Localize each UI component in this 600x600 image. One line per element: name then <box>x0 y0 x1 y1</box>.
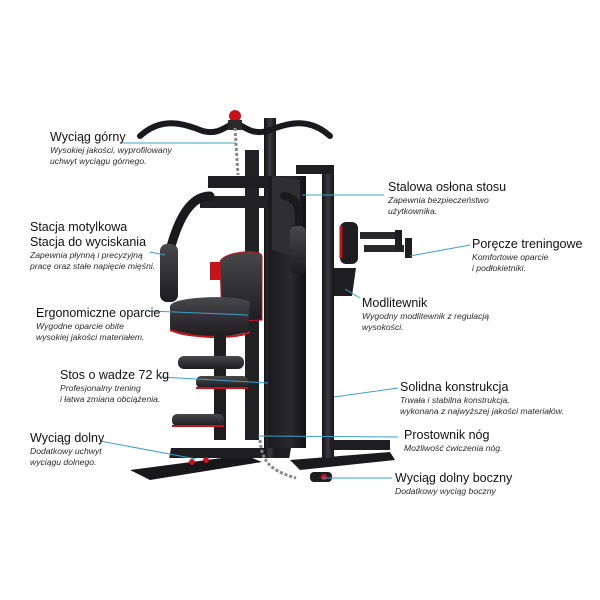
callout-lower-pulley: Wyciąg dolny Dodatkowy uchwyt wyciągu do… <box>30 431 104 468</box>
callout-pointers <box>99 142 471 479</box>
callout-backrest: Ergonomiczne oparcie Wygodne oparcie obi… <box>36 306 160 343</box>
callout-dip-handles: Poręcze treningowe Komfortowe oparcie i … <box>472 237 582 274</box>
stack-cover-title: Stalowa osłona stosu <box>388 180 507 194</box>
butterfly-arms <box>160 191 306 302</box>
preacher-pad <box>334 268 356 296</box>
callout-frame: Solidna konstrukcja Trwała i stabilna ko… <box>400 380 564 417</box>
lower-pulley-title: Wyciąg dolny <box>30 431 105 445</box>
butterfly-title: Stacja motylkowa <box>30 220 128 234</box>
seat-pad <box>169 297 251 338</box>
dip-handles <box>339 222 412 264</box>
lat-bar <box>137 110 333 176</box>
leg-extension-title: Prostownik nóg <box>404 428 490 442</box>
callout-weight-stack: Stos o wadze 72 kg Profesjonalny trening… <box>60 368 169 405</box>
stack-cover-desc: Zapewnia bezpieczeństwo użytkownika. <box>388 195 489 216</box>
leg-extension-desc: Możliwość ćwiczenia nóg. <box>404 443 503 453</box>
lower-pulley-desc: Dodatkowy uchwyt wyciągu dolnego. <box>30 446 102 467</box>
butterfly-press-desc: Zapewnia płynną i precyzyjną pracę oraz … <box>30 250 156 271</box>
backrest-desc: Wygodne oparcie obite wysokiej jakości m… <box>36 321 145 342</box>
weight-stack-desc: Profesjonalny trening i łatwa zmiana obc… <box>60 383 161 404</box>
callout-leg-extension: Prostownik nóg Możliwość ćwiczenia nóg. <box>404 428 502 454</box>
dip-handles-title: Poręcze treningowe <box>472 237 583 251</box>
floor-base <box>130 448 395 480</box>
side-pulley-title: Wyciąg dolny boczny <box>395 471 513 485</box>
right-tower <box>296 165 390 458</box>
callout-upper-pulley: Wyciąg górny Wysokiej jakości, wyprofilo… <box>50 130 172 167</box>
side-pulley-desc: Dodatkowy wyciąg boczny <box>395 486 496 496</box>
callout-side-pulley: Wyciąg dolny boczny Dodatkowy wyciąg boc… <box>395 471 512 497</box>
preacher-desc: Wygodny modlitewnik z regulacją wysokośc… <box>362 311 490 332</box>
upper-pulley-title: Wyciąg górny <box>50 130 126 144</box>
frame-title: Solidna konstrukcja <box>400 380 509 394</box>
leg-extension <box>172 335 332 482</box>
upper-pulley-desc: Wysokiej jakości, wyprofilowany uchwyt w… <box>50 145 172 166</box>
preacher-title: Modlitewnik <box>362 296 428 310</box>
backrest-title: Ergonomiczne oparcie <box>36 306 161 320</box>
callout-preacher: Modlitewnik Wygodny modlitewnik z regula… <box>362 296 489 333</box>
dip-handles-desc: Komfortowe oparcie i podłokietniki. <box>472 252 549 273</box>
press-title: Stacja do wyciskania <box>30 235 147 249</box>
weight-stack-title: Stos o wadze 72 kg <box>60 368 170 382</box>
frame-desc: Trwała i stabilna konstrukcja, wykonana … <box>400 395 564 416</box>
callout-stack-cover: Stalowa osłona stosu Zapewnia bezpieczeń… <box>388 180 506 217</box>
callout-butterfly-press: Stacja motylkowa Stacja do wyciskania Za… <box>30 220 155 272</box>
